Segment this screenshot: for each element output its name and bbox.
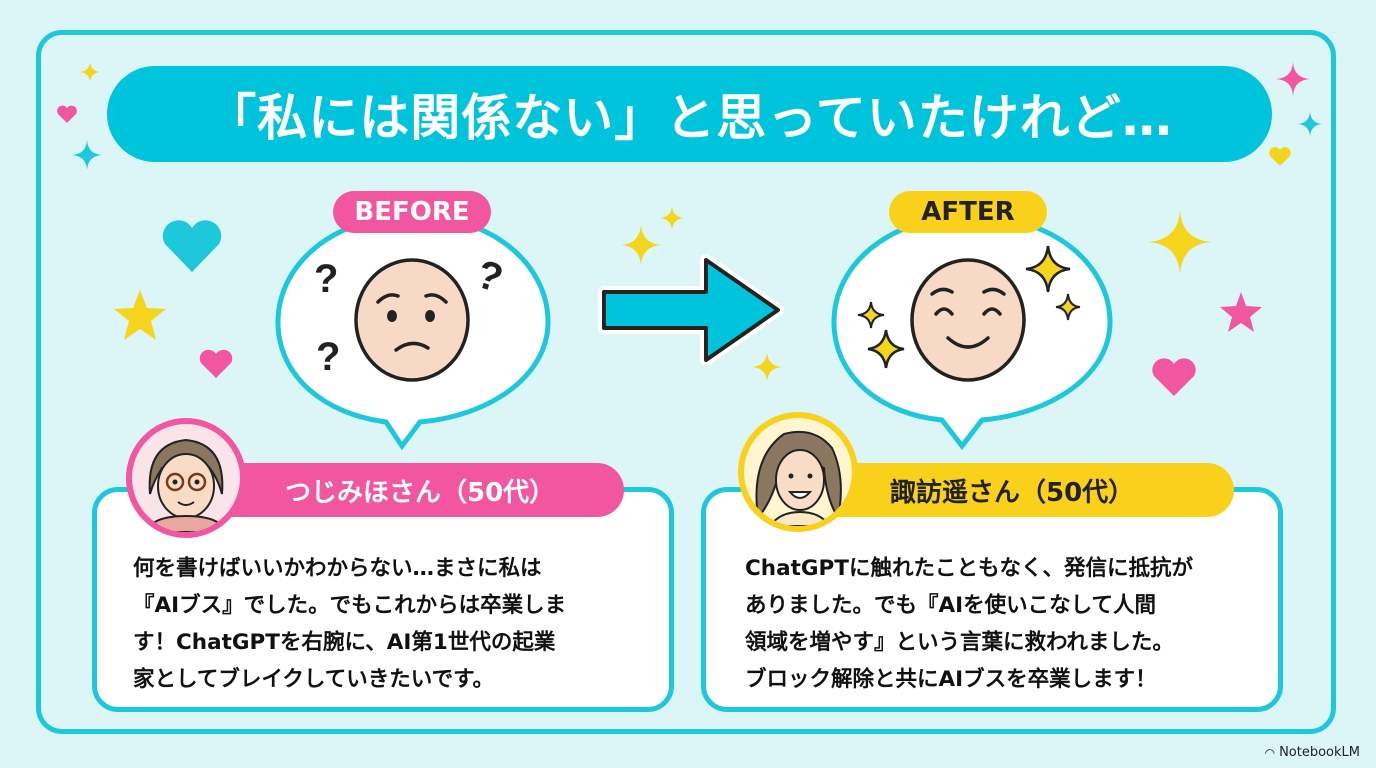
brand-label: NotebookLM (1279, 745, 1360, 760)
arrow-right-icon (598, 254, 784, 366)
question-mark-icon: ? (471, 252, 508, 301)
page-title: 「私には関係ない」と思っていたけれど… (206, 89, 1173, 147)
sparkle-icon (80, 62, 100, 82)
brand-footer: ◠ NotebookLM (1265, 745, 1360, 760)
person-name-before: つじみほさん（50代） (190, 463, 624, 517)
question-mark-icon: ? (316, 335, 340, 379)
avatar-after (738, 412, 858, 532)
worried-face-icon (354, 258, 470, 382)
smiling-woman-icon (755, 430, 842, 526)
before-label: BEFORE (333, 191, 491, 233)
avatar-before (126, 418, 246, 538)
sparkle-icon (620, 224, 662, 266)
person-name-after: 諏訪遥さん（50代） (800, 463, 1234, 517)
quote-after: ChatGPTに触れたこともなく、発信に抵抗が ありました。でも『AIを使いこな… (745, 556, 1193, 692)
sparkle-icon (1025, 245, 1071, 293)
heart-icon (1152, 358, 1196, 396)
heart-icon (1269, 147, 1291, 166)
quote-before: 何を書けばいいかわからない…まさに私は 『AIブス』でした。でもこれからは卒業し… (133, 556, 567, 692)
sparkle-icon (867, 329, 905, 369)
heart-icon (199, 349, 233, 378)
sparkle-icon (1055, 293, 1081, 321)
svg-text:?: ? (314, 257, 338, 301)
sparkle-icon (1276, 62, 1310, 96)
sparkle-icon (1148, 210, 1212, 274)
woman-with-glasses-icon (144, 438, 228, 532)
smiling-face-icon (910, 258, 1026, 382)
heart-icon (57, 105, 77, 123)
sparkle-icon (752, 352, 782, 382)
question-mark-icon: ? (314, 257, 338, 301)
person-name-before-text: つじみほさん（50代） (285, 477, 556, 508)
sparkle-icon (1298, 112, 1322, 136)
svg-text:?: ? (471, 252, 508, 301)
sparkle-icon (857, 301, 885, 329)
notebooklm-logo-icon: ◠ (1264, 745, 1276, 760)
title-banner: 「私には関係ない」と思っていたけれど… (107, 66, 1272, 162)
svg-text:?: ? (316, 335, 340, 379)
star-icon (114, 290, 166, 340)
after-label: AFTER (889, 191, 1047, 233)
sparkle-icon (72, 140, 102, 170)
star-icon (1220, 292, 1262, 332)
person-name-after-text: 諏訪遥さん（50代） (890, 477, 1135, 508)
sparkle-icon (660, 206, 684, 230)
heart-icon (162, 220, 222, 272)
